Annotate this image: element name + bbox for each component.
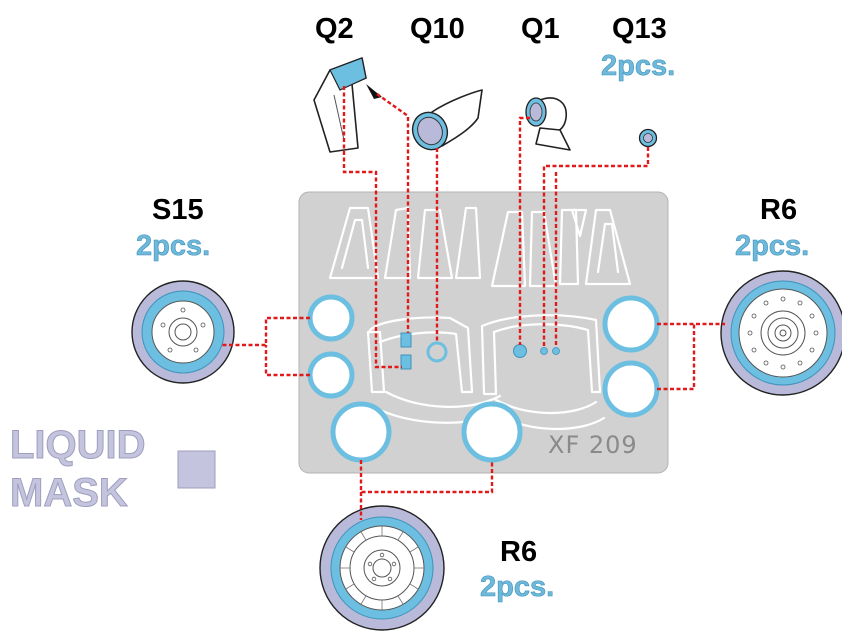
canopy-mask-1 xyxy=(328,206,380,280)
legend-liquid-mask-swatch xyxy=(177,450,216,489)
fret-mask-r6-b xyxy=(602,360,660,418)
label-q2: Q2 xyxy=(315,13,354,45)
legend-line-2: MASK xyxy=(10,471,128,515)
fret-mask-q2-b xyxy=(400,354,412,370)
leader-q13-a xyxy=(542,147,650,347)
fret-sheet xyxy=(298,191,669,474)
frame-strip-6 xyxy=(494,398,598,415)
part-q13-lens xyxy=(643,133,653,143)
leader-q2-a xyxy=(342,86,402,369)
legend: LIQUID MASK xyxy=(10,423,216,516)
fret-small-masks xyxy=(400,332,560,370)
canopy-mask-5 xyxy=(490,210,527,288)
mask-fret: XF 209 xyxy=(298,191,669,474)
fret-code: XF 209 xyxy=(548,431,638,459)
label-q13-qty: 2pcs. xyxy=(601,50,675,82)
fret-mask-q10 xyxy=(426,341,448,363)
leader-lines xyxy=(220,86,725,520)
legend-line-1: LIQUID xyxy=(10,423,146,467)
frame-strip-1 xyxy=(366,330,386,394)
fret-mask-r6-d xyxy=(461,401,523,463)
part-q13 xyxy=(638,128,658,148)
label-q10: Q10 xyxy=(410,13,465,45)
canopy-mask-1-inner xyxy=(340,218,370,270)
part-q1-lens xyxy=(529,102,543,122)
wheel-s15 xyxy=(131,280,235,384)
frame-strip-3 xyxy=(384,390,502,408)
wheel-r6-bottom-axle xyxy=(372,558,392,578)
label-r6-right-qty: 2pcs. xyxy=(735,230,809,262)
label-q1: Q1 xyxy=(521,13,560,45)
wheel-r6-bottom xyxy=(319,505,445,631)
label-r6-bottom-qty: 2pcs. xyxy=(480,571,554,603)
label-q13: Q13 xyxy=(612,13,667,45)
canopy-mask-8-inner xyxy=(596,222,620,274)
leader-s15-a xyxy=(220,316,310,347)
part-labels: Q2 Q10 Q1 Q13 2pcs. S15 2pcs. R6 2pcs. R… xyxy=(136,13,810,603)
label-r6-bottom: R6 xyxy=(500,536,537,568)
label-r6-right: R6 xyxy=(760,194,797,226)
part-q2-glass xyxy=(329,57,367,91)
canopy-mask-4 xyxy=(454,206,482,280)
part-q1-base xyxy=(535,127,571,151)
leader-s15-b xyxy=(264,345,310,377)
leader-r6-bottom-a xyxy=(359,460,494,494)
fret-mask-q13-a xyxy=(540,347,548,355)
part-q10-lens xyxy=(417,116,443,146)
part-q10 xyxy=(411,89,483,151)
canopy-mask-3 xyxy=(416,208,454,280)
fret-mask-r6-a xyxy=(602,295,660,353)
label-s15: S15 xyxy=(152,194,204,226)
leader-r6-right-b xyxy=(657,324,696,391)
wheel-r6-right xyxy=(720,270,842,396)
canopy-mask-9 xyxy=(570,208,588,238)
fret-mask-r6-c xyxy=(330,401,392,463)
part-q2 xyxy=(313,57,382,153)
fret-mask-q2-a xyxy=(400,332,412,348)
part-q1 xyxy=(525,97,571,151)
frame-strip-5 xyxy=(480,314,602,396)
wheel-s15-axle xyxy=(174,323,192,341)
leader-q2-b xyxy=(376,93,410,333)
fret-mask-s15-b xyxy=(307,351,355,399)
label-s15-qty: 2pcs. xyxy=(136,230,210,262)
fret-mask-s15-a xyxy=(307,294,355,342)
leader-q1 xyxy=(518,116,530,345)
canopy-mask-8 xyxy=(584,208,632,286)
fret-mask-q1 xyxy=(513,344,527,358)
fret-mask-q13-b xyxy=(552,347,560,355)
